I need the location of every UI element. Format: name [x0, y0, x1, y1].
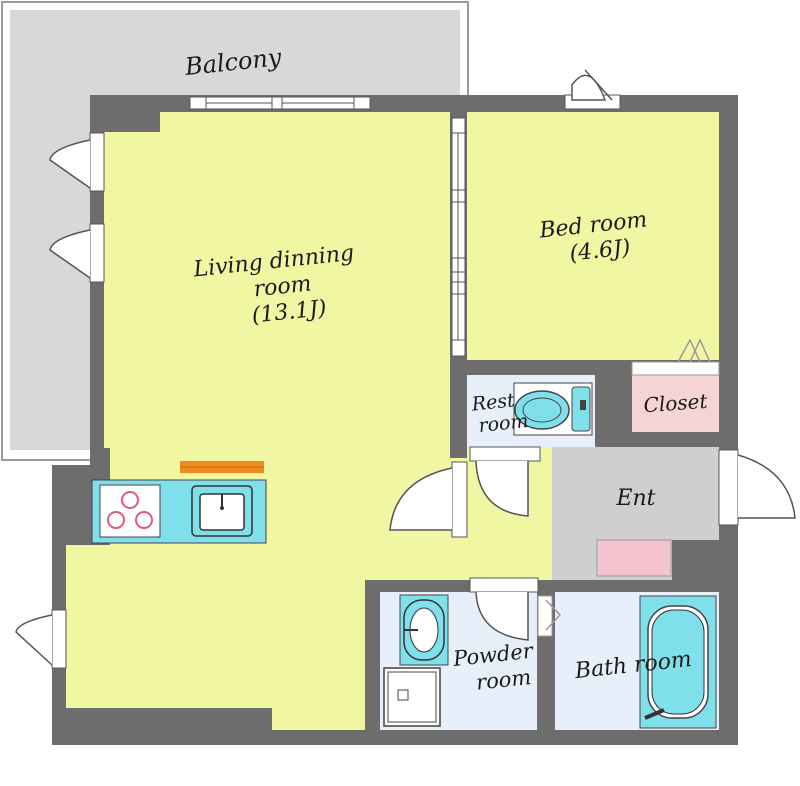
- washbasin-icon: [399, 594, 449, 666]
- closet-label: Closet: [643, 389, 709, 417]
- living-hall-door[interactable]: [389, 461, 468, 538]
- entrance-door[interactable]: [718, 449, 796, 526]
- balcony-door-upper[interactable]: [49, 132, 105, 192]
- balcony-door-lower[interactable]: [49, 223, 105, 283]
- washing-machine-pan-icon: [383, 667, 441, 727]
- entrance-floor: [552, 447, 719, 580]
- toilet-icon: [513, 382, 593, 436]
- restroom-label: Rest: [470, 389, 516, 416]
- closet-floor: [632, 375, 719, 432]
- bedroom-living-sliding-panels: [451, 117, 466, 357]
- shoe-cabinet: [596, 539, 672, 577]
- bedroom-floor: [467, 112, 719, 360]
- living-room-label-line2: room: [252, 271, 312, 302]
- bathroom-folding-door[interactable]: [537, 595, 562, 637]
- closet-folding-door[interactable]: [631, 338, 720, 376]
- bedroom-top-door[interactable]: [564, 69, 621, 110]
- entrance-label: Ent: [615, 486, 655, 511]
- kitchen-side-door[interactable]: [15, 609, 67, 669]
- kitchen-sink-icon: [191, 485, 253, 537]
- restroom-label-line2: room: [477, 410, 529, 437]
- bathtub-icon: [639, 595, 717, 729]
- powder-room-label-line2: room: [475, 665, 532, 695]
- powder-room-door[interactable]: [469, 577, 539, 641]
- restroom-door[interactable]: [469, 446, 541, 517]
- living-room-floor: [66, 112, 467, 730]
- stove-icon: [99, 484, 161, 538]
- living-window: [189, 96, 371, 110]
